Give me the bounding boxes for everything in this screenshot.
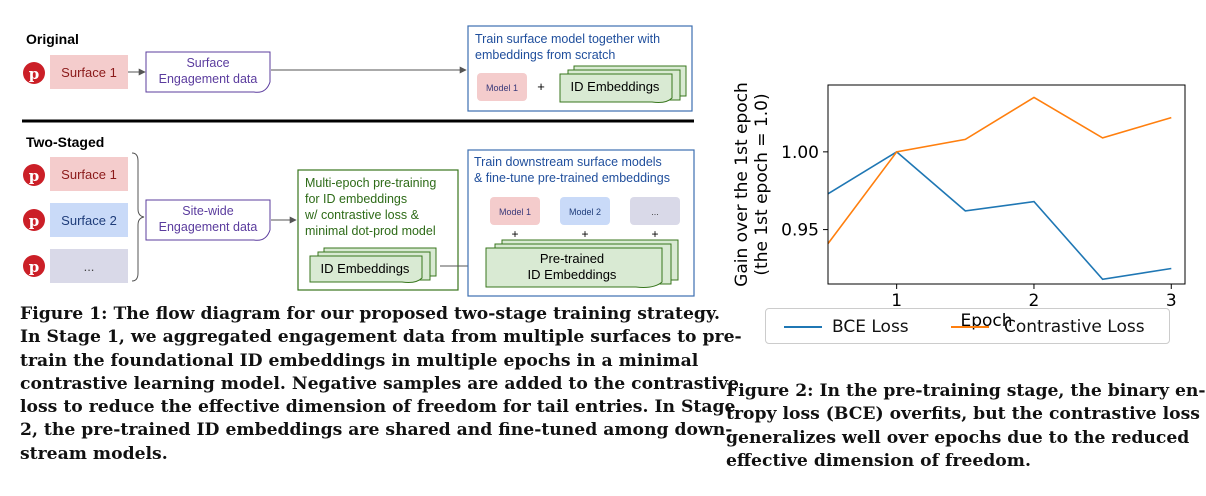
site-wide-line-1: Site-wide: [182, 204, 233, 218]
site-wide-data-note: [145, 199, 271, 241]
caption-line: 2, the pre-trained ID embeddings are sha…: [20, 420, 733, 441]
plus-sign: +: [537, 79, 545, 94]
pinterest-icon: p: [23, 209, 45, 231]
model-1-box: [490, 197, 540, 225]
caption-line: contrastive learning model. Negative sam…: [20, 373, 739, 394]
pretrain-line-3: w/ contrastive loss &: [304, 208, 420, 222]
caption-line: generalizes well over epochs due to the …: [726, 427, 1190, 448]
x-tick-label: 2: [1029, 291, 1040, 311]
plus-sign: +: [651, 227, 658, 241]
pretrain-line-1: Multi-epoch pre-training: [305, 176, 436, 190]
y-tick-label: 0.95: [781, 221, 819, 241]
plus-sign: +: [511, 227, 518, 241]
caption-line: train the foundational ID embeddings in …: [20, 350, 699, 371]
original-title: Original: [26, 31, 79, 47]
legend-swatch-bce: [784, 326, 822, 328]
model-1-label: Model 1: [486, 83, 518, 93]
pretrain-embeddings-stack: [309, 247, 437, 283]
caption-line: stream models.: [20, 443, 168, 464]
figure-2-caption: Figure 2: In the pre-training stage, the…: [726, 380, 1206, 473]
pretrain-line-4: minimal dot-prod model: [305, 224, 436, 238]
downstream-line-2: & fine-tune pre-trained embeddings: [474, 171, 670, 185]
caption-line: Figure 1: The flow diagram for our propo…: [20, 304, 720, 324]
flow-diagram: Original p Surface 1 Surface Engagement …: [22, 25, 695, 297]
plus-sign: +: [581, 227, 588, 241]
legend-label-contrastive: Contrastive Loss: [1004, 317, 1145, 337]
svg-text:p: p: [29, 258, 40, 276]
model-2-label: Model 2: [569, 207, 601, 217]
scratch-title-line-2: embeddings from scratch: [475, 48, 615, 62]
figure-1-caption: Figure 1: The flow diagram for our propo…: [20, 303, 742, 466]
legend-swatch-contrastive: [951, 326, 989, 328]
surface-1-box: [50, 55, 128, 89]
chart-legend: BCE Loss Contrastive Loss: [765, 308, 1170, 344]
model-more-box: [630, 197, 680, 225]
surface-1-label: Surface 1: [61, 65, 117, 80]
pinterest-icon: p: [23, 164, 45, 186]
svg-text:p: p: [29, 212, 40, 230]
model-1-box: [477, 73, 527, 101]
model-1-label: Model 1: [499, 207, 531, 217]
surface-1-box: [50, 157, 128, 191]
surface-more-label: ...: [84, 259, 95, 274]
pretrained-line-2: ID Embeddings: [528, 267, 617, 282]
caption-line: Figure 2: In the pre-training stage, the…: [726, 381, 1206, 401]
model-2-box: [560, 197, 610, 225]
caption-line: In Stage 1, we aggregated engagement dat…: [20, 327, 742, 348]
surfaces-brace: [131, 152, 145, 282]
pretrained-embeddings-stack: [485, 239, 679, 288]
data-note-line-2: Engagement data: [159, 72, 258, 86]
legend-label-bce: BCE Loss: [832, 317, 909, 337]
plot-frame: [827, 84, 1186, 285]
y-axis-label: Gain over the 1st epoch: [732, 82, 752, 287]
pretrain-embeddings-label: ID Embeddings: [321, 261, 410, 276]
y-axis-label: (the 1st epoch = 1.0): [752, 93, 772, 275]
engagement-data-note: [145, 51, 271, 93]
surface-2-label: Surface 2: [61, 213, 117, 228]
x-tick-label: 3: [1166, 291, 1177, 311]
two-staged-title: Two-Staged: [26, 134, 104, 150]
scratch-title-line-1: Train surface model together with: [475, 32, 660, 46]
surface-1-label: Surface 1: [61, 167, 117, 182]
caption-line: effective dimension of freedom.: [726, 450, 1031, 471]
pretrained-line-1: Pre-trained: [540, 251, 604, 266]
caption-line: loss to reduce the effective dimension o…: [20, 397, 736, 418]
pretrain-line-2: for ID embeddings: [305, 192, 407, 206]
data-note-line-1: Surface: [186, 56, 229, 70]
pinterest-icon: p: [23, 62, 45, 84]
caption-line: tropy loss (BCE) overfits, but the contr…: [726, 404, 1200, 425]
id-embeddings-label: ID Embeddings: [571, 79, 660, 94]
x-tick-label: 1: [891, 291, 902, 311]
site-wide-line-2: Engagement data: [159, 220, 258, 234]
pinterest-icon: p: [23, 255, 45, 277]
series-line-bce: [827, 150, 1172, 281]
svg-text:p: p: [29, 167, 40, 185]
model-more-label: ...: [651, 207, 659, 217]
series-line-contrastive: [827, 96, 1172, 245]
downstream-line-1: Train downstream surface models: [474, 155, 662, 169]
surface-2-box: [50, 203, 128, 237]
y-tick-label: 1.00: [781, 143, 819, 163]
svg-text:p: p: [29, 65, 40, 83]
id-embeddings-stack: [559, 65, 687, 103]
surface-more-box: [50, 249, 128, 283]
